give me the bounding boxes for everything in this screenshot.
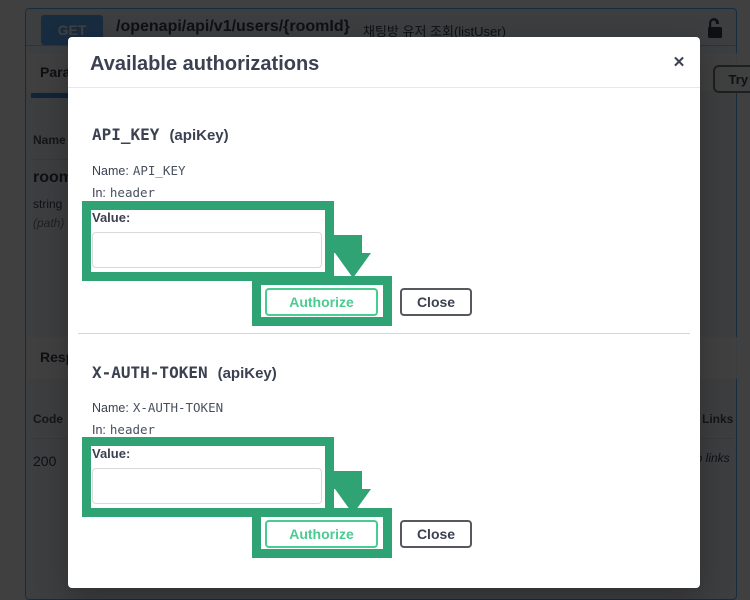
scheme-name: API_KEY	[92, 125, 160, 144]
scheme-in-row: In:header	[92, 422, 155, 437]
authorize-button[interactable]: Authorize	[265, 520, 378, 548]
x-auth-token-value-input[interactable]	[92, 468, 322, 504]
scheme-name-row: Name:X-AUTH-TOKEN	[92, 400, 223, 415]
close-button[interactable]: Close	[400, 288, 472, 316]
scheme-heading-api-key: API_KEY (apiKey)	[92, 125, 229, 145]
in-label: In:	[92, 186, 106, 200]
name-label: Name:	[92, 164, 129, 178]
name-value: X-AUTH-TOKEN	[132, 400, 224, 415]
scheme-in-row: In:header	[92, 185, 155, 200]
name-value: API_KEY	[132, 163, 186, 178]
scheme-type: (apiKey)	[217, 365, 277, 382]
divider	[78, 333, 690, 334]
name-label: Name:	[92, 401, 129, 415]
api-key-value-input[interactable]	[92, 232, 322, 268]
in-value: header	[109, 185, 156, 200]
close-icon[interactable]: ✕	[666, 49, 692, 75]
close-button[interactable]: Close	[400, 520, 472, 548]
modal-title: Available authorizations	[90, 53, 320, 75]
in-value: header	[109, 422, 156, 437]
scheme-name-row: Name:API_KEY	[92, 163, 186, 178]
scheme-name: X-AUTH-TOKEN	[92, 363, 208, 382]
scheme-type: (apiKey)	[169, 127, 229, 144]
scheme-heading-x-auth-token: X-AUTH-TOKEN (apiKey)	[92, 363, 277, 383]
in-label: In:	[92, 423, 106, 437]
value-label: Value:	[92, 446, 131, 461]
value-label: Value:	[92, 210, 131, 225]
available-authorizations-modal: Available authorizations ✕ API_KEY (apiKe…	[68, 37, 700, 588]
authorize-button[interactable]: Authorize	[265, 288, 378, 316]
divider	[68, 87, 700, 88]
